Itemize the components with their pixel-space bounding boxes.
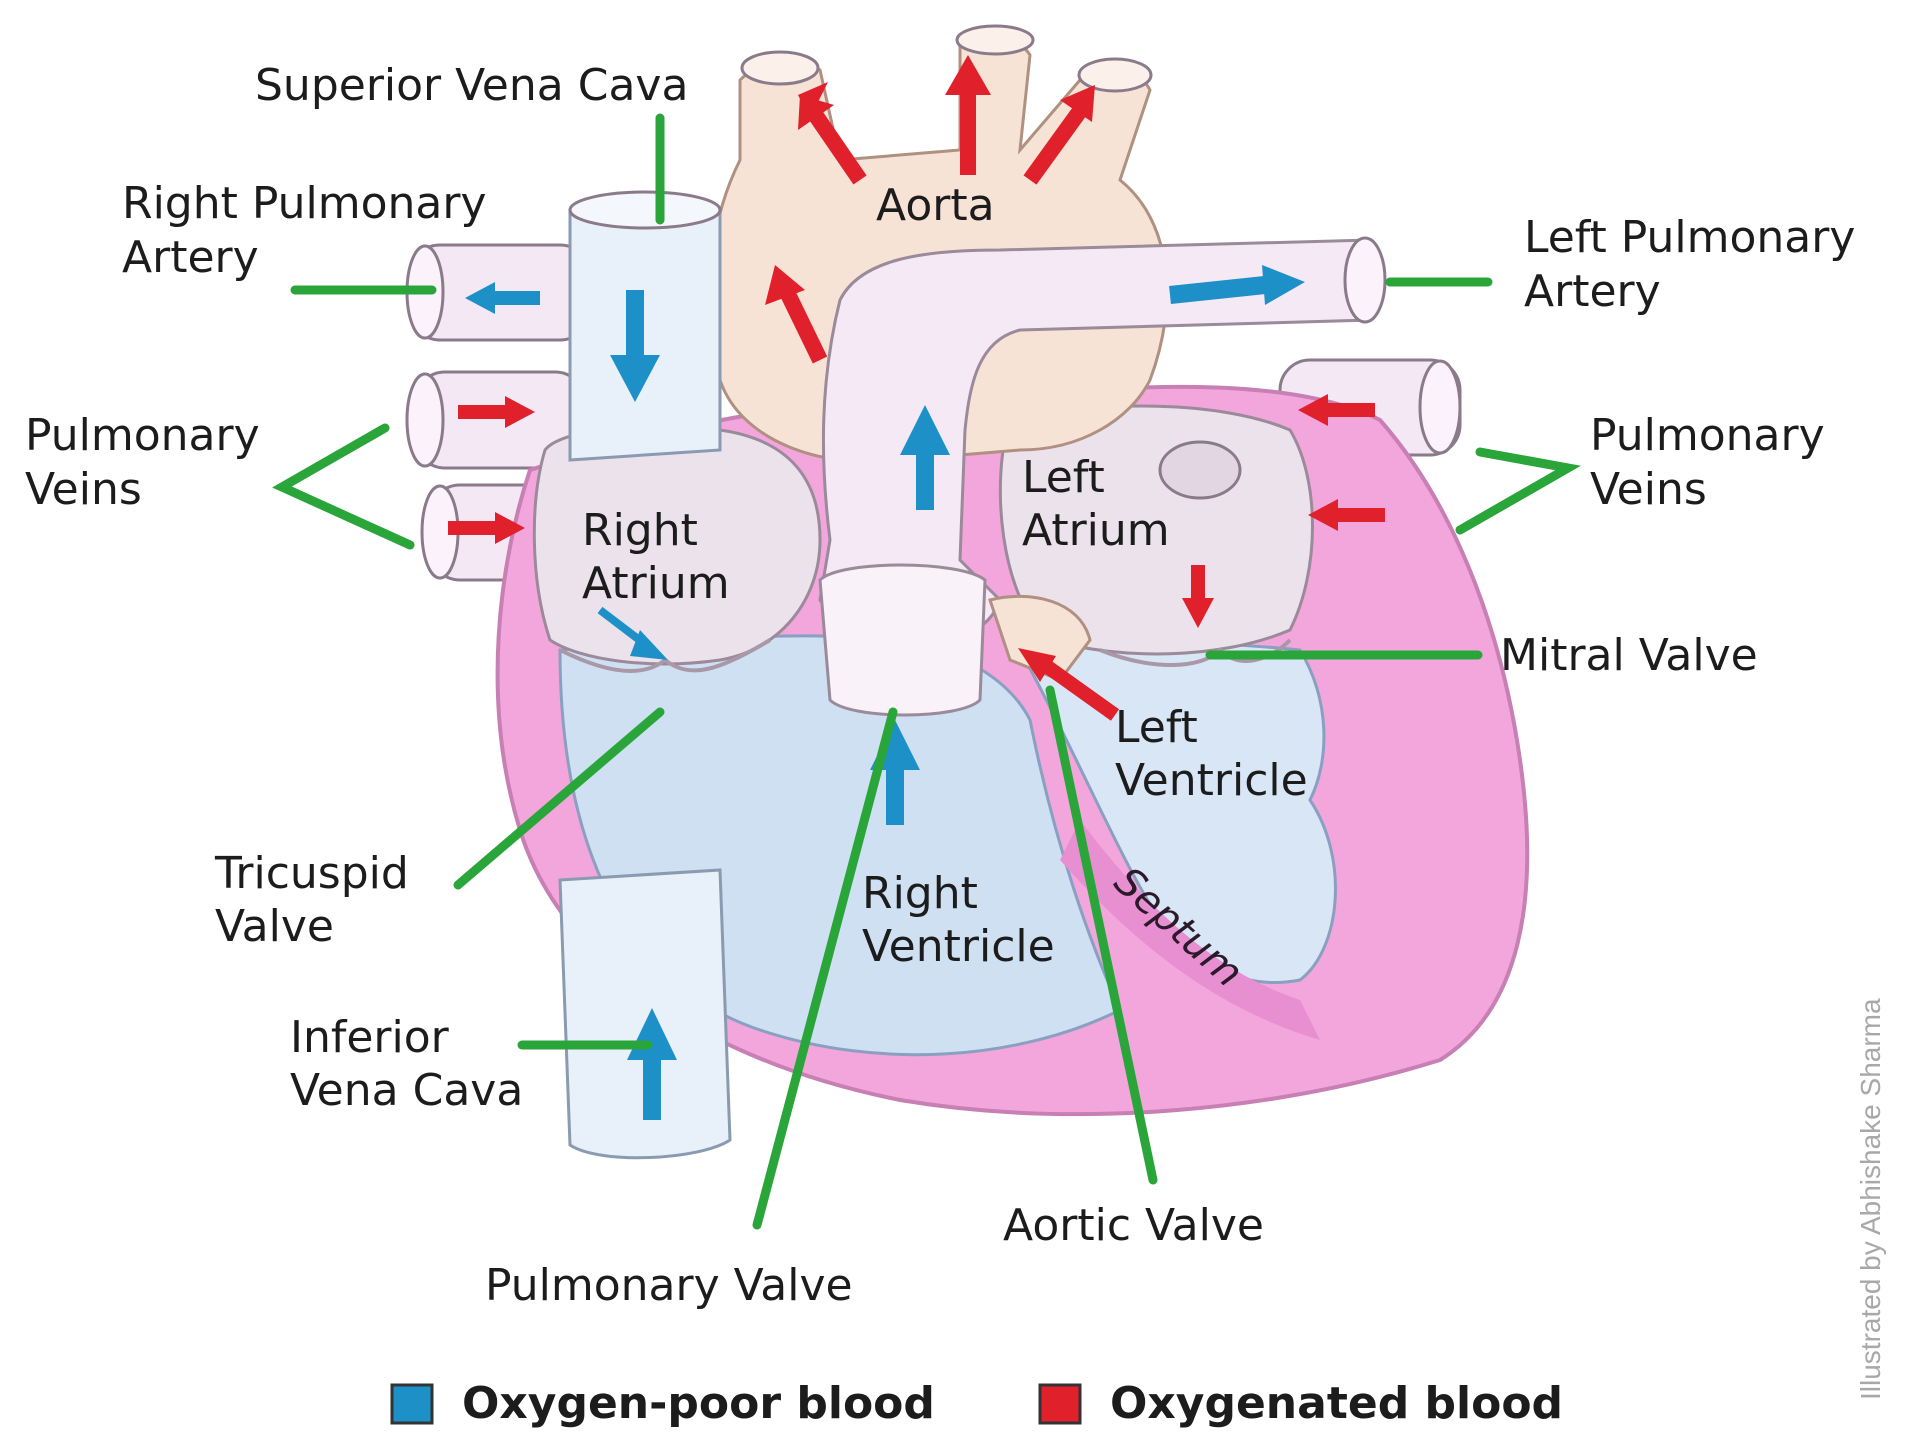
leader-pulmonary-veins-right	[1460, 452, 1568, 530]
label-pulmonary-veins-left: Pulmonary Veins	[25, 410, 274, 515]
legend: Oxygen-poor blood Oxygenated blood	[392, 1378, 1563, 1429]
label-left-pulmonary-artery: Left Pulmonary Artery	[1524, 212, 1869, 317]
label-inferior-vena-cava: Inferior Vena Cava	[290, 1012, 523, 1116]
label-pulmonary-valve: Pulmonary Valve	[485, 1260, 853, 1311]
pulmonary-valve-shape	[820, 565, 985, 715]
legend-label-oxygenated: Oxygenated blood	[1110, 1378, 1563, 1429]
label-aorta: Aorta	[876, 180, 995, 231]
illustrator-credit: Illustrated by Abhishake Sharma	[1855, 998, 1886, 1400]
legend-swatch-oxygen-poor	[392, 1385, 432, 1423]
label-superior-vena-cava: Superior Vena Cava	[255, 60, 688, 111]
label-pulmonary-veins-right: Pulmonary Veins	[1590, 410, 1839, 515]
legend-swatch-oxygenated	[1040, 1385, 1080, 1423]
label-tricuspid-valve: Tricuspid Valve	[214, 848, 423, 952]
label-mitral-valve: Mitral Valve	[1500, 630, 1758, 681]
label-aortic-valve: Aortic Valve	[1003, 1200, 1264, 1251]
leader-pulmonary-veins-left	[282, 428, 410, 545]
legend-label-oxygen-poor: Oxygen-poor blood	[462, 1378, 935, 1429]
superior-vena-cava-vessel	[570, 199, 720, 460]
